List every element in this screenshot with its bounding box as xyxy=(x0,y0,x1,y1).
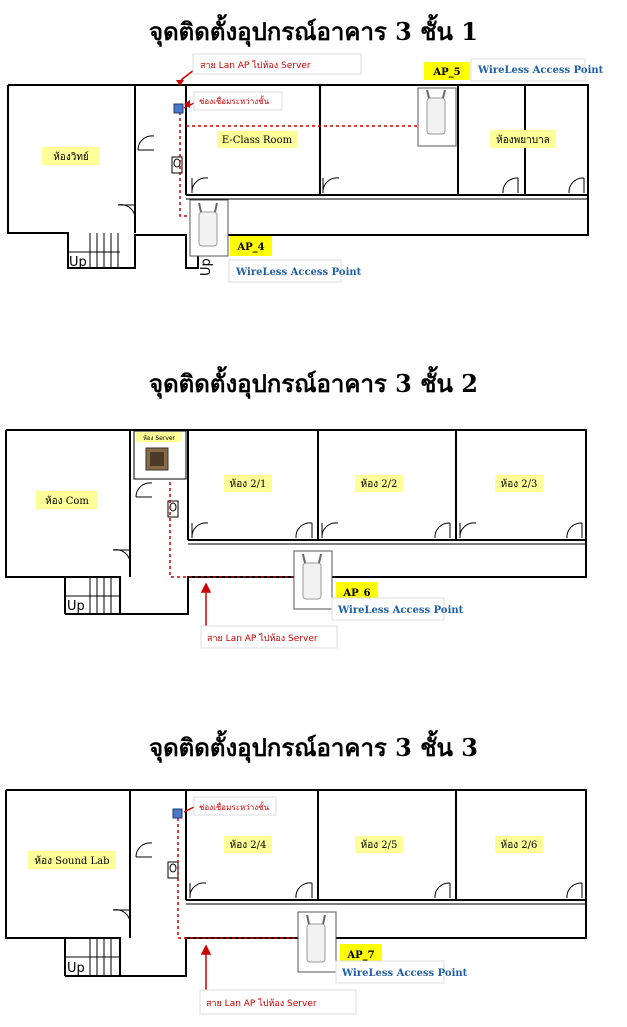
floor1-plan: Up Up ห้องวิทย์ E-Class Room xyxy=(7,53,604,283)
room-label-sound-lab: ห้อง Sound Lab xyxy=(35,855,110,867)
room-label-nurse: ห้องพยาบาล xyxy=(496,134,550,146)
ap-label: WireLess Access Point xyxy=(337,605,464,616)
floor-hole-label: ช่องเชื่อมระหว่างชั้น xyxy=(199,95,270,106)
ap-label: WireLess Access Point xyxy=(235,267,362,278)
stair-up-label: Up xyxy=(69,255,87,270)
room-label-science: ห้องวิทย์ xyxy=(53,151,89,163)
access-point-icon xyxy=(189,199,229,257)
ap-id-badge: AP_5 xyxy=(432,67,460,78)
room-label-com: ห้อง Com xyxy=(45,495,89,507)
floor2-plan: Up ห้อง Server ห้อง Com ห้อง 2/1 ห้อง 2/… xyxy=(5,429,587,649)
floor-hole-label: ช่องเชื่อมระหว่างชั้น xyxy=(199,801,270,812)
ap-id-badge: AP_6 xyxy=(342,588,370,599)
floor3-title: จุดติดตั้งอุปกรณ์อาคาร 3 ชั้น 3 xyxy=(149,733,478,762)
server-room-label: ห้อง Server xyxy=(143,435,176,442)
floor-hole-marker xyxy=(173,103,184,114)
floor1-title: จุดติดตั้งอุปกรณ์อาคาร 3 ชั้น 1 xyxy=(149,17,478,46)
floor3-plan: Up ช่องเชื่อมระหว่างชั้น ห้อง Sound Lab … xyxy=(5,789,587,1015)
room-label-2-2: ห้อง 2/2 xyxy=(361,478,398,490)
cable-note: สาย Lan AP ไปห้อง Server xyxy=(207,633,318,644)
room-label-eclass: E-Class Room xyxy=(222,135,293,146)
cable-note: สาย Lan AP ไปห้อง Server xyxy=(206,998,317,1009)
access-point-icon xyxy=(293,550,333,610)
room-label-2-6: ห้อง 2/6 xyxy=(501,839,538,851)
access-point-icon xyxy=(297,911,337,973)
ap-label: WireLess Access Point xyxy=(341,968,468,979)
ap-id-badge: AP_7 xyxy=(346,950,374,961)
floor2-title: จุดติดตั้งอุปกรณ์อาคาร 3 ชั้น 2 xyxy=(149,369,478,398)
stair-up-label: Up xyxy=(67,599,85,614)
room-label-2-5: ห้อง 2/5 xyxy=(361,839,398,851)
room-label-2-3: ห้อง 2/3 xyxy=(501,478,538,490)
access-point-icon xyxy=(417,87,457,147)
ap-id-badge: AP_4 xyxy=(236,242,264,253)
floor-hole-marker xyxy=(172,808,183,819)
room-label-2-1: ห้อง 2/1 xyxy=(230,478,267,490)
stair-up-label: Up xyxy=(67,961,85,976)
cable-note: สาย Lan AP ไปห้อง Server xyxy=(200,60,311,71)
server-rack-icon xyxy=(145,447,169,471)
stair-up-label-2: Up xyxy=(199,258,214,276)
ap-label: WireLess Access Point xyxy=(477,65,604,76)
room-label-2-4: ห้อง 2/4 xyxy=(230,839,267,851)
